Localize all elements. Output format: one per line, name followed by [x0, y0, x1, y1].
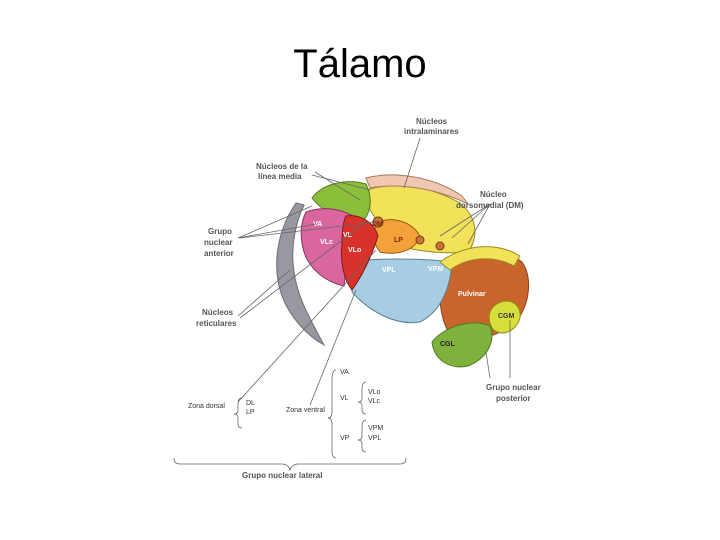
label-reticular-2: reticulares [196, 319, 237, 328]
label-reticular-1: Núcleos [202, 308, 234, 317]
intralaminar-dot [415, 235, 425, 245]
label-dorsomedial-1: Núcleo [480, 190, 507, 199]
legend-vpl: VPL [368, 435, 381, 442]
label-dorsal-zone: Zona dorsal [188, 403, 225, 410]
label-intralaminar-1: Núcleos [416, 117, 448, 126]
region-label-pulvinar: Pulvinar [458, 291, 486, 298]
label-midline-2: línea media [258, 172, 302, 181]
leader-lines [237, 137, 511, 406]
legend-vp: VP [340, 435, 350, 442]
region-label-vpm: VPM [428, 266, 443, 273]
region-label-cgl: CGL [440, 341, 456, 348]
label-anterior-2: nuclear [204, 238, 232, 247]
cgm-shape [488, 300, 521, 334]
internal-lamina [365, 174, 469, 205]
legend-vpm: VPM [368, 425, 383, 432]
label-ventral-zone: Zona ventral [286, 407, 325, 414]
region-label-cgm: CGM [498, 313, 515, 320]
region-label-vpl: VPL [382, 267, 396, 274]
legend-vlc: VLc [368, 398, 381, 405]
vp-shape [351, 258, 453, 324]
label-anterior-3: anterior [204, 249, 234, 258]
page-title: Tálamo [293, 42, 427, 86]
region-label-lp: LP [394, 237, 403, 244]
label-intralaminar-2: intralaminares [404, 127, 459, 136]
cgl-shape [431, 322, 493, 368]
intralaminar-dot [435, 241, 445, 251]
legend-lp: LP [246, 409, 255, 416]
label-posterior-1: Grupo nuclear [486, 383, 541, 392]
region-label-vlc: VLc [320, 239, 333, 246]
vl-shape [341, 215, 379, 291]
label-lateral-group: Grupo nuclear lateral [242, 471, 322, 480]
region-label-va: VA [313, 221, 322, 228]
reticular-nucleus-shape [276, 202, 326, 347]
legend-brackets [173, 369, 407, 472]
posterior-strip [439, 246, 521, 271]
label-midline-1: Núcleos de la [256, 162, 308, 171]
legend-va: VA [340, 369, 349, 376]
label-anterior-1: Grupo [208, 227, 232, 236]
label-posterior-2: posterior [496, 394, 531, 403]
legend-vl: VL [340, 395, 349, 402]
legend-vlo: VLo [368, 389, 381, 396]
region-label-vlo: VLo [348, 247, 361, 254]
label-dorsomedial-2: dorsomedial (DM) [456, 201, 524, 210]
legend-dl: DL [246, 400, 255, 407]
region-label-dm: DM [372, 221, 383, 228]
